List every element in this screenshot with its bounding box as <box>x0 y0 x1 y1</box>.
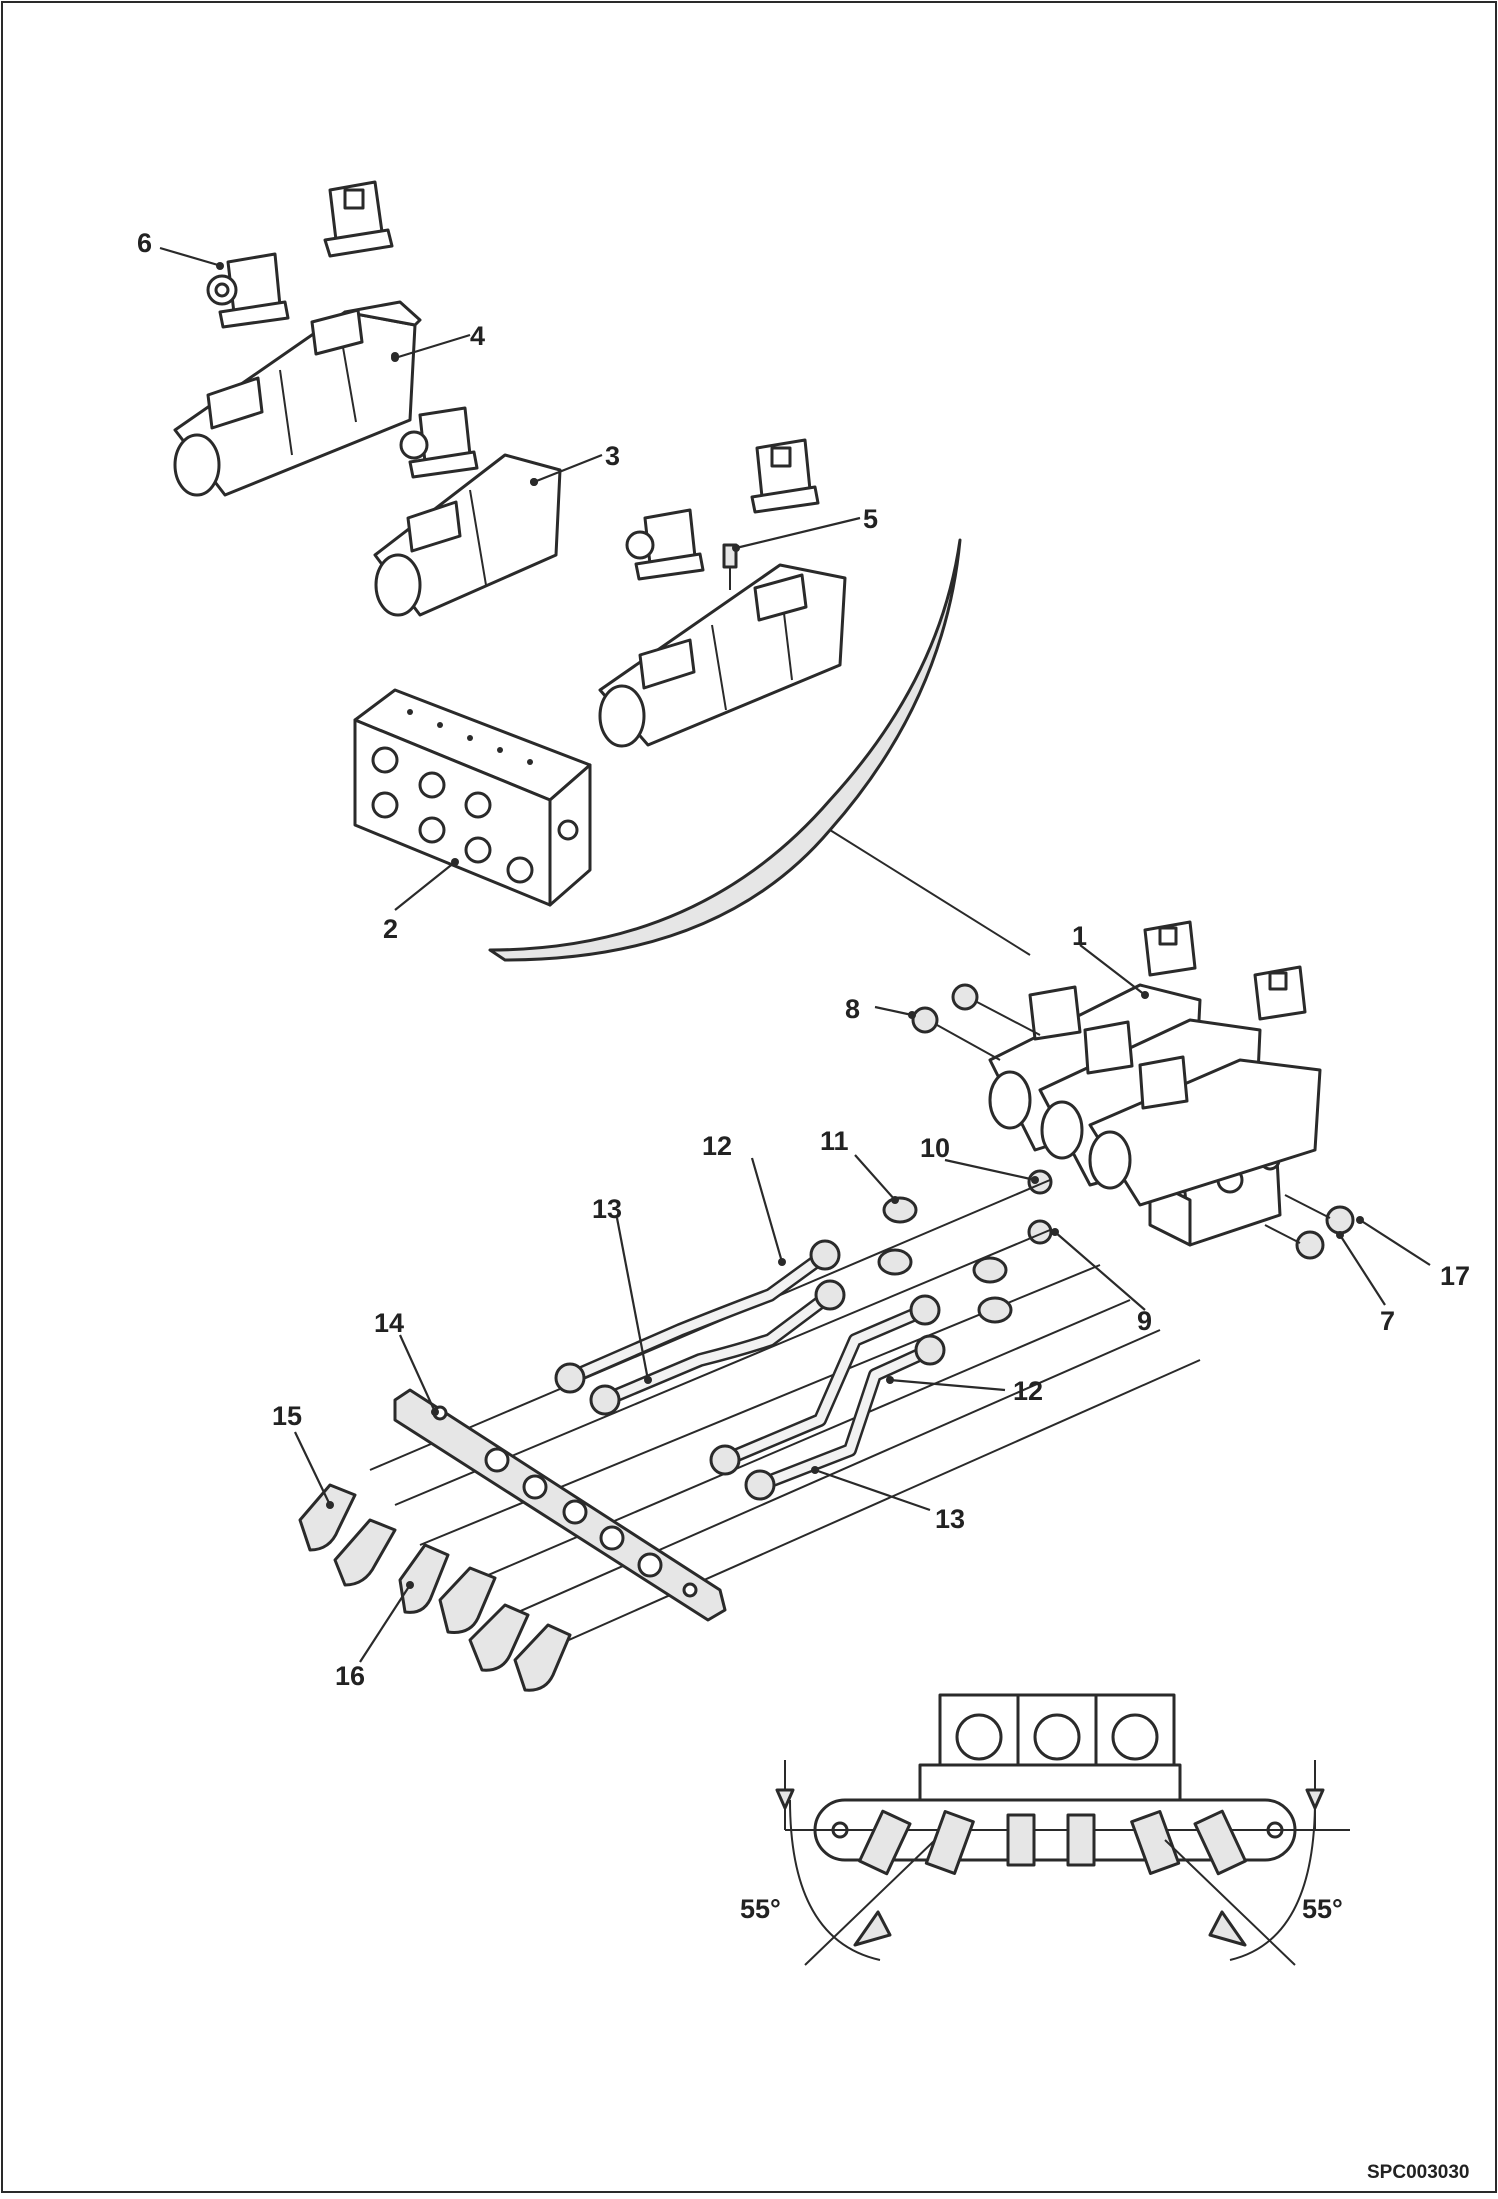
callout-9: 9 <box>1137 1306 1152 1336</box>
callout-3: 3 <box>605 441 620 471</box>
connector-plug-5 <box>625 508 705 581</box>
solenoid-valve-double <box>598 563 847 748</box>
pipe-12-upper <box>554 1239 841 1394</box>
callout-15: 15 <box>272 1401 302 1431</box>
connector-plug-6 <box>206 252 290 329</box>
valve-bank-assembly-1 <box>988 920 1322 1247</box>
elbow-fittings-15-16 <box>298 1483 572 1692</box>
pipe-12-lower <box>709 1294 941 1476</box>
screw-5 <box>722 543 738 590</box>
callout-7: 7 <box>1380 1306 1395 1336</box>
connector-plug-3 <box>399 406 479 479</box>
detail-bracket-curve <box>488 538 1031 962</box>
callout-6: 6 <box>137 228 152 258</box>
pipe-13-lower <box>744 1334 946 1501</box>
callout-11: 11 <box>820 1126 849 1156</box>
callout-10: 10 <box>920 1133 950 1163</box>
callout-14: 14 <box>374 1308 404 1338</box>
fitting-7-17 <box>1264 1194 1355 1260</box>
callout-4: 4 <box>470 321 485 351</box>
angle-label-left: 55° <box>740 1894 781 1924</box>
callout-17: 17 <box>1440 1261 1470 1291</box>
plug-8 <box>911 983 1041 1061</box>
connector-plug-right-top <box>750 438 820 514</box>
adapter-11 <box>877 1196 1013 1324</box>
manifold-block-2 <box>353 688 592 907</box>
document-code: SPC003030 <box>1367 2162 1469 2183</box>
pipe-13-upper <box>589 1279 846 1416</box>
callout-1: 1 <box>1072 921 1087 951</box>
callout-13-upper: 13 <box>592 1194 622 1224</box>
callout-12-lower: 12 <box>1013 1376 1043 1406</box>
solenoid-valve-4 <box>173 300 422 497</box>
alignment-lines <box>369 1179 1201 1656</box>
bracket-plate-14 <box>393 1388 727 1622</box>
callout-8: 8 <box>845 994 860 1024</box>
leader-lines <box>159 246 1431 1663</box>
callout-5: 5 <box>863 504 878 534</box>
callout-2: 2 <box>383 914 398 944</box>
angle-label-right: 55° <box>1302 1894 1343 1924</box>
callout-12-upper: 12 <box>702 1131 732 1161</box>
connector-plug-top <box>323 180 394 258</box>
detail-view-bottom <box>775 1693 1350 1966</box>
callout-13-lower: 13 <box>935 1504 965 1534</box>
callout-16: 16 <box>335 1661 365 1691</box>
